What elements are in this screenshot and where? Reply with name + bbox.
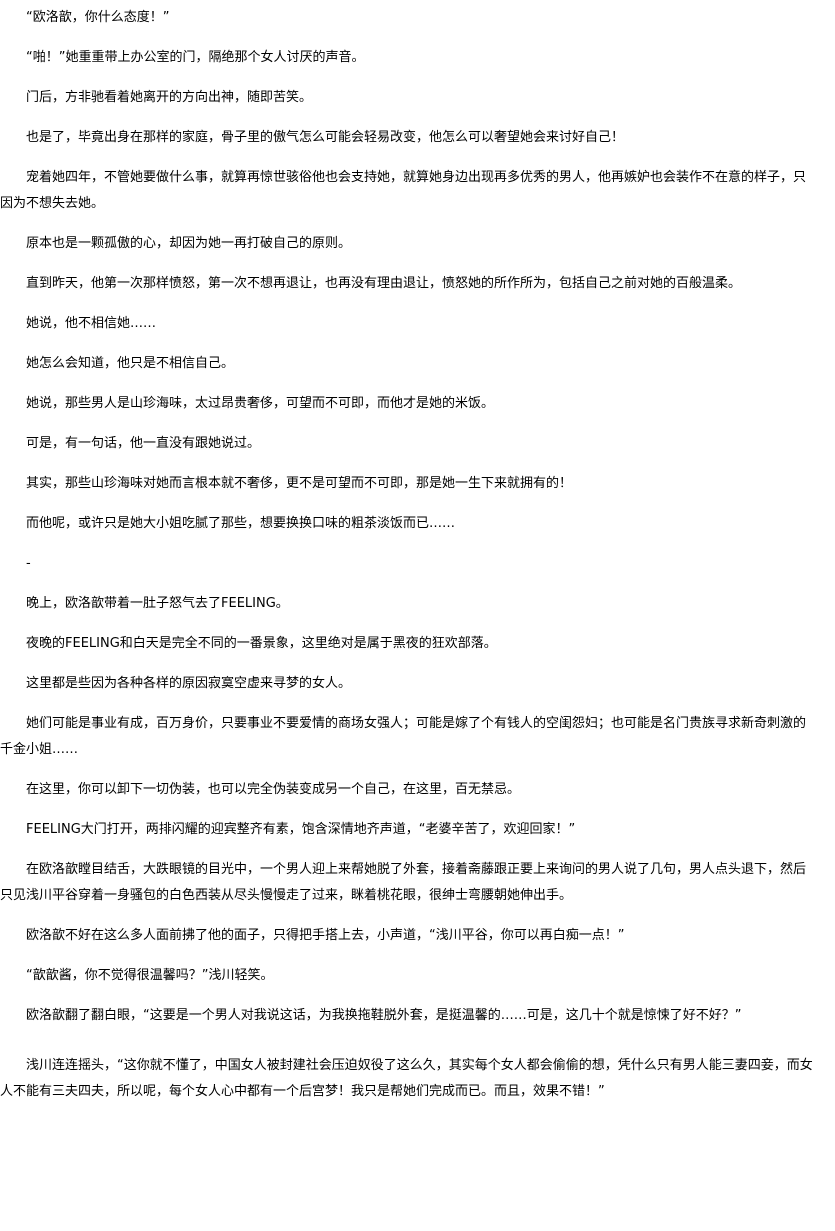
paragraph: 也是了，毕竟出身在那样的家庭，骨子里的傲气怎么可能会轻易改变，他怎么可以奢望她会… (26, 130, 625, 145)
paragraph: 她怎么会知道，他只是不相信自己。 (26, 356, 235, 371)
paragraph: 门后，方非驰看着她离开的方向出神，随即苦笑。 (26, 90, 313, 105)
paragraph: 宠着她四年，不管她要做什么事，就算再惊世骇俗他也会支持她，就算她身边出现再多优秀… (0, 170, 807, 211)
paragraph: “欧洛歆，你什么态度！” (26, 10, 170, 25)
paragraph: FEELING大门打开，两排闪耀的迎宾整齐有素，饱含深情地齐声道，“老婆辛苦了，… (26, 822, 576, 837)
paragraph: 晚上，欧洛歆带着一肚子怒气去了FEELING。 (26, 596, 289, 611)
paragraph: 她们可能是事业有成，百万身价，只要事业不要爱情的商场女强人；可能是嫁了个有钱人的… (0, 716, 807, 757)
paragraph: 可是，有一句话，他一直没有跟她说过。 (26, 436, 261, 451)
paragraph: 原本也是一颗孤傲的心，却因为她一再打破自己的原则。 (26, 236, 352, 251)
paragraph: 在这里，你可以卸下一切伪装，也可以完全伪装变成另一个自己，在这里，百无禁忌。 (26, 782, 521, 797)
section-separator: - (26, 556, 31, 571)
paragraph: “歆歆酱，你不觉得很温馨吗？”浅川轻笑。 (26, 968, 274, 983)
paragraph: 其实，那些山珍海味对她而言根本就不奢侈，更不是可望而不可即，那是她一生下来就拥有… (26, 476, 573, 491)
paragraph: 这里都是些因为各种各样的原因寂寞空虚来寻梦的女人。 (26, 676, 352, 691)
paragraph: 直到昨天，他第一次那样愤怒，第一次不想再退让，也再没有理由退让，愤怒她的所作所为… (26, 276, 742, 291)
paragraph: 夜晚的FEELING和白天是完全不同的一番景象，这里绝对是属于黑夜的狂欢部落。 (26, 636, 497, 651)
paragraph: 她说，他不相信她…… (26, 316, 157, 331)
paragraph: 而他呢，或许只是她大小姐吃腻了那些，想要换换口味的粗茶淡饭而已…… (26, 516, 456, 531)
paragraph: 她说，那些男人是山珍海味，太过昂贵奢侈，可望而不可即，而他才是她的米饭。 (26, 396, 495, 411)
paragraph: 在欧洛歆瞠目结舌，大跌眼镜的目光中，一个男人迎上来帮她脱了外套，接着斋藤跟正要上… (0, 862, 807, 903)
paragraph: 欧洛歆翻了翻白眼，“这要是一个男人对我说这话，为我换拖鞋脱外套，是挺温馨的……可… (26, 1008, 742, 1023)
document-body: “欧洛歆，你什么态度！” “啪！”她重重带上办公室的门，隔绝那个女人讨厌的声音。… (0, 5, 815, 1119)
paragraph: 浅川连连摇头，“这你就不懂了，中国女人被封建社会压迫奴役了这么久，其实每个女人都… (0, 1058, 813, 1099)
paragraph: “啪！”她重重带上办公室的门，隔绝那个女人讨厌的声音。 (26, 50, 365, 65)
paragraph: 欧洛歆不好在这么多人面前拂了他的面子，只得把手搭上去，小声道，“浅川平谷，你可以… (26, 928, 625, 943)
